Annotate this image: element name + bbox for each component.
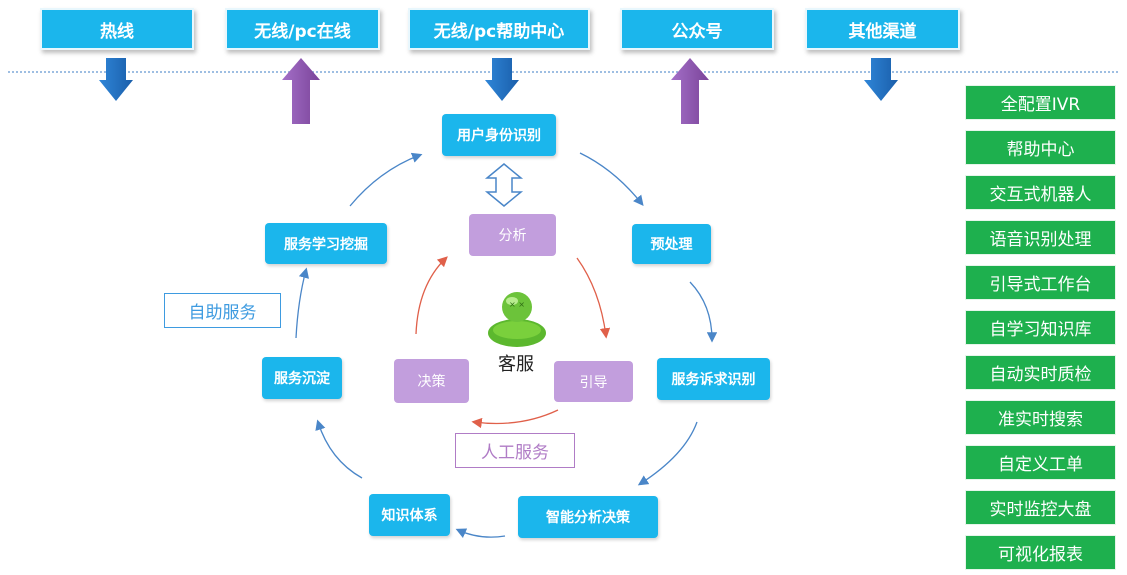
feature-item: 语音识别处理 (965, 220, 1116, 255)
channel-arrow-up-icon (671, 58, 709, 124)
node-decision: 智能分析决策 (518, 496, 658, 538)
inner-node-analyze: 分析 (469, 214, 556, 256)
center-label: 客服 (498, 354, 534, 375)
channel-help-center: 无线/pc帮助中心 (408, 8, 590, 50)
node-mining: 服务学习挖掘 (265, 223, 387, 264)
node-accumulate: 服务沉淀 (262, 357, 342, 399)
channel-official-account: 公众号 (620, 8, 774, 50)
user-avatar-icon: × × (488, 292, 546, 347)
double-arrow-icon (484, 163, 524, 207)
feature-item: 可视化报表 (965, 535, 1116, 570)
label-self-service: 自助服务 (164, 293, 281, 328)
channel-arrow-down-icon (485, 58, 519, 101)
node-identify: 用户身份识别 (442, 114, 556, 156)
cycle-arrow (579, 152, 644, 207)
svg-text:× ×: × × (509, 300, 525, 309)
cycle-arrow (455, 528, 506, 538)
node-demand: 服务诉求识别 (657, 358, 770, 400)
node-knowledge: 知识体系 (369, 494, 450, 536)
feature-item: 实时监控大盘 (965, 490, 1116, 525)
channel-online: 无线/pc在线 (225, 8, 380, 50)
feature-item: 引导式工作台 (965, 265, 1116, 300)
cycle-arrow (295, 267, 310, 339)
feature-item: 全配置IVR (965, 85, 1116, 120)
cycle-arrow (689, 281, 718, 343)
channel-arrow-up-icon (282, 58, 320, 124)
feature-item: 自学习知识库 (965, 310, 1116, 345)
inner-node-decide: 决策 (394, 359, 469, 403)
feature-item: 自定义工单 (965, 445, 1116, 480)
inner-arrow (415, 256, 448, 335)
inner-arrow (471, 409, 559, 429)
cycle-arrow (315, 419, 363, 479)
cycle-arrow (349, 152, 423, 207)
inner-node-guide: 引导 (554, 361, 633, 402)
channel-arrow-down-icon (864, 58, 898, 101)
node-preprocess: 预处理 (632, 224, 711, 264)
label-manual-service: 人工服务 (455, 433, 575, 468)
channel-hotline: 热线 (40, 8, 194, 50)
channel-arrow-down-icon (99, 58, 133, 101)
feature-item: 自动实时质检 (965, 355, 1116, 390)
inner-arrow (576, 257, 611, 339)
feature-item: 帮助中心 (965, 130, 1116, 165)
cycle-arrow (637, 421, 698, 486)
channel-other: 其他渠道 (805, 8, 960, 50)
feature-item: 准实时搜索 (965, 400, 1116, 435)
feature-item: 交互式机器人 (965, 175, 1116, 210)
